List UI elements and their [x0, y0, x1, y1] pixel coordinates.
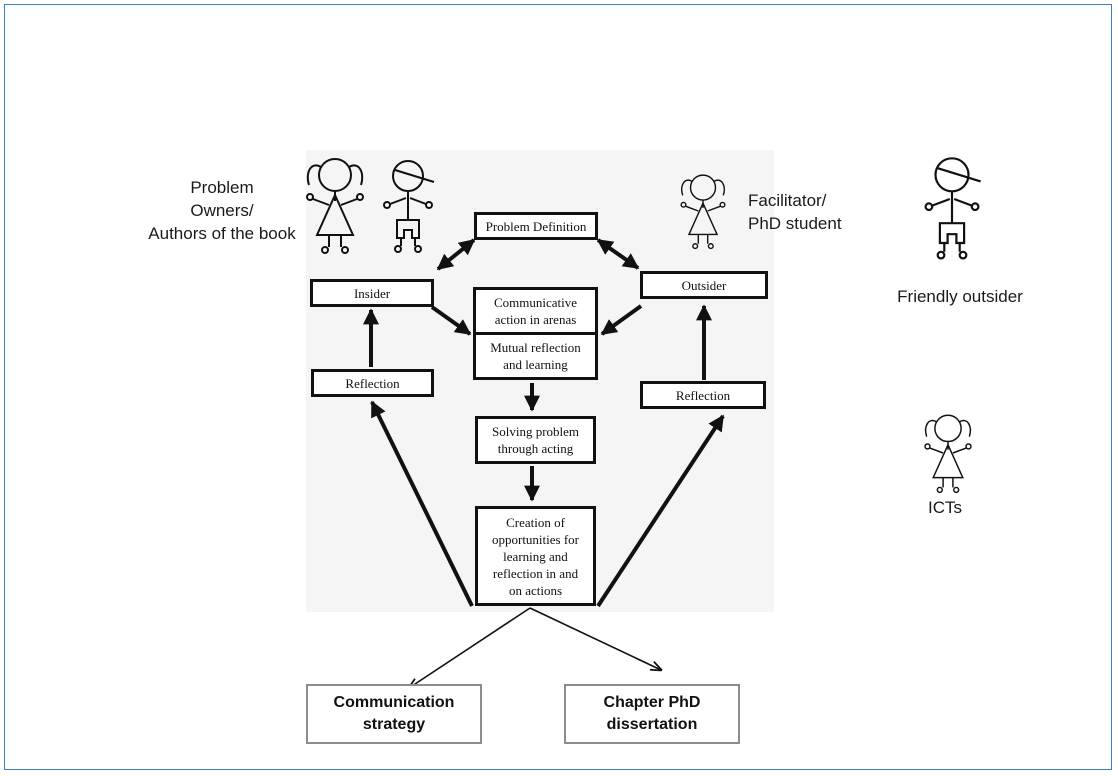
arrow-insider-communicative [430, 305, 472, 336]
girl-figure-icon [306, 158, 364, 254]
problem-definition-box: Problem Definition [474, 212, 598, 240]
creation-opportunities-box: Creation of opportunities for learning a… [475, 506, 596, 606]
reflection-left-box: Reflection [311, 369, 434, 397]
arrow-outsider-communicative [600, 304, 643, 336]
problem-owners-label: Problem Owners/ Authors of the book [148, 178, 296, 243]
communicative-action-box: Communicative action in arenas [473, 287, 598, 335]
mutual-reflection-box: Mutual reflection and learning [473, 332, 598, 380]
insider-box: Insider [310, 279, 434, 307]
arrow-problemdef-insider [436, 238, 476, 271]
communication-strategy-box: Communication strategy [306, 684, 482, 744]
friendly-outsider-boy-icon [924, 157, 981, 260]
arrow-problemdef-outsider [596, 238, 640, 270]
solving-problem-box: Solving problem through acting [475, 416, 596, 464]
arrow-creation-reflection-right [596, 414, 725, 608]
icts-girl-icon [924, 414, 972, 494]
chapter-phd-box: Chapter PhD dissertation [564, 684, 740, 744]
arrow-to-communication-strategy [409, 607, 531, 688]
friendly-outsider-label: Friendly outsider [897, 287, 1023, 306]
arrow-creation-reflection-left [370, 400, 474, 607]
reflection-right-box: Reflection [640, 381, 766, 409]
arrow-to-chapter-phd [529, 607, 661, 670]
icts-label: ICTs [928, 498, 962, 517]
facilitator-label: Facilitator/ PhD student [748, 191, 842, 233]
boy-figure-icon [383, 160, 435, 253]
outsider-box: Outsider [640, 271, 768, 299]
facilitator-girl-icon [680, 174, 726, 250]
